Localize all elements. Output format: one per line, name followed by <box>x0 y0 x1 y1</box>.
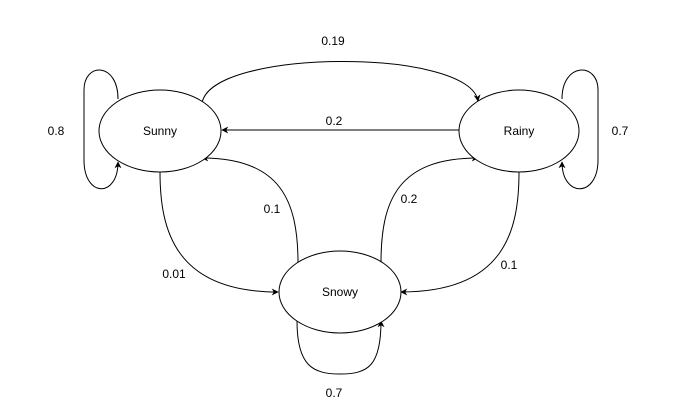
node-snowy <box>278 250 402 334</box>
edge-snowy-snowy <box>296 320 385 375</box>
edge-label-snowy-rainy: 0.2 <box>401 192 418 206</box>
node-sunny <box>98 89 222 173</box>
edge-sunny-sunny <box>83 69 122 190</box>
edge-label-rainy-rainy: 0.7 <box>612 124 629 138</box>
edge-label-sunny-sunny: 0.8 <box>48 124 65 138</box>
node-rainy <box>458 89 580 173</box>
edge-sunny-rainy <box>201 61 481 104</box>
edge-label-sunny-rainy: 0.19 <box>321 34 345 48</box>
edge-label-snowy-sunny: 0.1 <box>264 202 281 216</box>
edge-label-sunny-snowy: 0.01 <box>162 267 186 281</box>
edge-label-snowy-snowy: 0.7 <box>326 386 343 400</box>
edge-snowy-sunny <box>201 154 299 264</box>
edge-label-rainy-sunny: 0.2 <box>326 114 343 128</box>
node-label-rainy: Rainy <box>504 124 535 138</box>
edge-label-rainy-snowy: 0.1 <box>501 258 518 272</box>
edge-rainy-snowy <box>400 171 520 296</box>
node-label-snowy: Snowy <box>322 285 358 299</box>
edge-sunny-snowy <box>159 171 279 296</box>
edge-rainy-rainy <box>558 69 599 190</box>
node-label-sunny: Sunny <box>143 124 177 138</box>
edge-snowy-rainy <box>380 154 479 264</box>
